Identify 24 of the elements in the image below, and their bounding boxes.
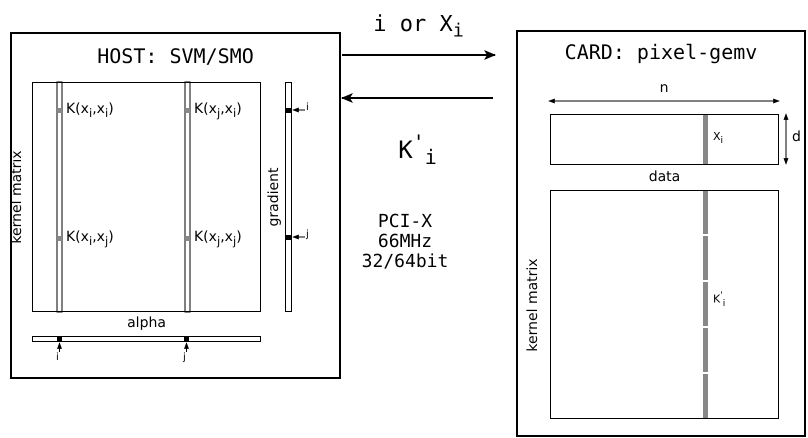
axis-label: kernel matrix [9, 150, 25, 244]
dimension-label: n [660, 80, 668, 96]
axis-label: gradient [266, 168, 282, 226]
index-label: i [56, 352, 59, 363]
host-panel [10, 32, 341, 379]
panel-title: HOST: SVM/SMO [96, 44, 255, 68]
matrix-label: data [648, 169, 682, 185]
element-label: K(x$_{i}$,x$_{i}$) [66, 101, 114, 120]
arrow [342, 50, 496, 60]
element-label: K(x$_{j}$,x$_{i}$) [194, 101, 242, 120]
dimension-label: d [792, 129, 801, 145]
index-label: j [306, 229, 309, 240]
vector-label: X$_{i}$ [713, 130, 724, 146]
card-panel [516, 30, 806, 437]
edge-label: i or X$_{i}$ [373, 12, 464, 42]
panel-title: CARD: pixel-gemv [564, 40, 758, 64]
vector-label: alpha [126, 315, 167, 331]
bus-spec: PCI-X 66MHz 32/64bit [360, 212, 450, 272]
element-label: K(x$_{i}$,x$_{j}$) [66, 229, 114, 248]
index-label: j [183, 352, 186, 363]
index-label: i [306, 102, 309, 113]
arrow [341, 93, 493, 103]
element-label: K(x$_{j}$,x$_{j}$) [194, 229, 242, 248]
axis-label: kernel matrix [525, 258, 541, 352]
